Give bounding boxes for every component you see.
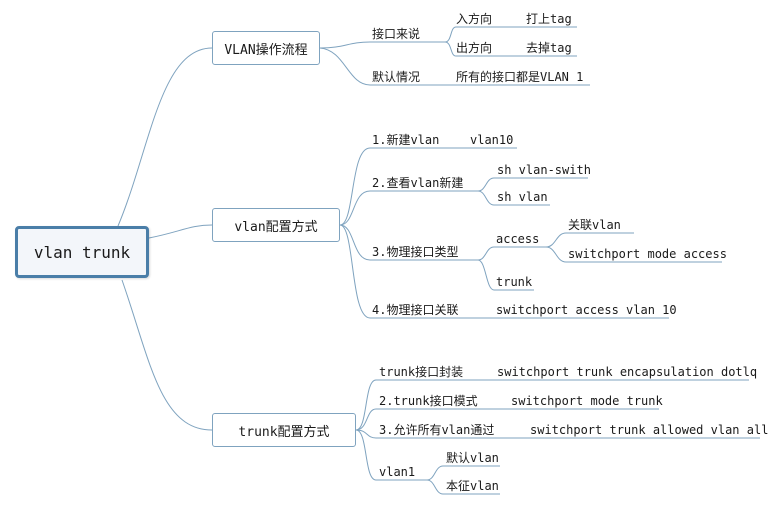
connector-b2-c3-g0: [426, 465, 444, 481]
node-switchport-trunk-allowed-vlan-all[interactable]: switchport trunk allowed vlan all: [530, 423, 769, 437]
node-sh-vlan[interactable]: sh vlan: [497, 190, 548, 204]
connector-root-b2: [121, 279, 213, 431]
connector-b2-c1: [355, 408, 377, 431]
connector-b1-c1: [339, 190, 371, 226]
node-vlan1[interactable]: vlan1: [379, 465, 416, 479]
connector-b2-c2: [355, 429, 377, 439]
node-trunk-encap[interactable]: trunk接口封装: [379, 365, 464, 379]
node-switchport-mode-access[interactable]: switchport mode access: [568, 247, 727, 261]
connector-b0-c0: [319, 41, 371, 49]
node-create-vlan[interactable]: 1.新建vlan: [372, 133, 440, 147]
node-native-vlan[interactable]: 本征vlan: [446, 479, 499, 493]
connector-b1-c2: [339, 224, 371, 261]
node-default[interactable]: 默认情况: [372, 70, 421, 84]
node-default-vlan[interactable]: 默认vlan: [446, 451, 499, 465]
connector-b2-c3: [355, 429, 377, 481]
connector-b1-c2-g1: [477, 259, 495, 291]
connector-b1-c2-g0-h1: [545, 246, 567, 263]
root-node[interactable]: vlan trunk: [15, 226, 149, 278]
node-allow-all-vlan[interactable]: 3.允许所有vlan通过: [379, 423, 495, 437]
node-phys-assoc[interactable]: 4.物理接口关联: [372, 303, 459, 317]
node-interface[interactable]: 接口来说: [372, 27, 421, 41]
node-sh-vlan-swith[interactable]: sh vlan-swith: [497, 163, 591, 177]
node-view-vlan[interactable]: 2.查看vlan新建: [372, 176, 464, 190]
node-outbound[interactable]: 出方向: [456, 41, 493, 55]
node-assoc-vlan[interactable]: 关联vlan: [568, 218, 621, 232]
node-trunk[interactable]: trunk: [496, 275, 533, 289]
connector-b0-c0-g1: [444, 41, 457, 57]
connector-b1-c1-g1: [477, 190, 495, 206]
node-switchport-trunk-encap-dotlq[interactable]: switchport trunk encapsulation dotlq: [497, 365, 758, 379]
connector-b0-c1: [319, 47, 371, 86]
node-all-vlan1[interactable]: 所有的接口都是VLAN 1: [456, 70, 584, 84]
connector-root-b1: [148, 224, 213, 239]
node-access[interactable]: access: [496, 232, 540, 246]
connector-b1-c3: [339, 224, 371, 319]
node-add-tag[interactable]: 打上tag: [526, 12, 572, 26]
node-switchport-access-vlan-10[interactable]: switchport access vlan 10: [496, 303, 677, 317]
node-switchport-mode-trunk[interactable]: switchport mode trunk: [511, 394, 663, 408]
connector-b2-c0: [355, 379, 377, 431]
node-inbound[interactable]: 入方向: [456, 12, 493, 26]
connector-b1-c2-g0: [477, 246, 495, 261]
node-vlan10[interactable]: vlan10: [470, 133, 514, 147]
branch-node-vlan-config[interactable]: vlan配置方式: [212, 208, 340, 242]
branch-node-trunk-config[interactable]: trunk配置方式: [212, 413, 356, 447]
connector-b1-c2-g0-h0: [545, 232, 567, 248]
connector-b1-c1-g0: [477, 177, 495, 192]
branch-node-vlan-process[interactable]: VLAN操作流程: [212, 31, 320, 65]
connector-b0-c0-g0: [444, 26, 457, 43]
node-phys-type[interactable]: 3.物理接口类型: [372, 245, 459, 259]
node-remove-tag[interactable]: 去掉tag: [526, 41, 572, 55]
connector-b2-c3-g1: [426, 479, 444, 495]
connector-b1-c0: [339, 147, 371, 226]
node-trunk-mode[interactable]: 2.trunk接口模式: [379, 394, 478, 408]
connector-root-b0: [117, 47, 213, 227]
